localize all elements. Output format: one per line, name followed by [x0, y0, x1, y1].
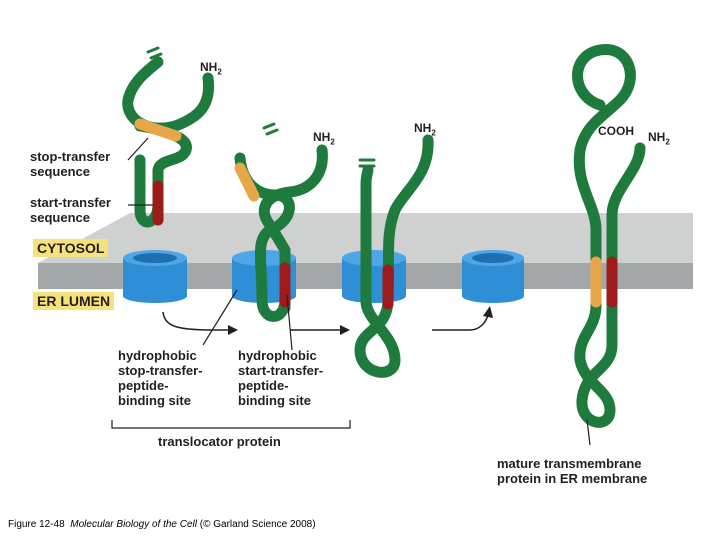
start-transfer-sequence-label: start-transfer sequence	[30, 195, 111, 225]
mature-protein-label: mature transmembrane protein in ER membr…	[497, 456, 648, 486]
mature-transmembrane-protein	[572, 44, 646, 428]
nh2-label-2: NH2	[313, 130, 335, 147]
caption-book-title: Molecular Biology of the Cell	[70, 519, 197, 530]
nh2-label-1: NH2	[200, 60, 222, 77]
translocator-3	[342, 250, 406, 303]
translocator-protein-label: translocator protein	[158, 434, 281, 449]
pointer-lines	[127, 137, 591, 446]
translocator-4	[462, 250, 524, 303]
process-arrows	[162, 306, 493, 335]
cytosol-label: CYTOSOL	[33, 239, 109, 257]
stop-transfer-sequence-label: stop-transfer sequence	[30, 149, 111, 179]
hydrophobic-start-label: hydrophobic start-transfer- peptide- bin…	[238, 348, 324, 408]
nh2-label-4: NH2	[648, 130, 670, 147]
translocator-1	[123, 250, 187, 303]
polypeptide-chain-1	[122, 46, 215, 228]
nh2-label-3: NH2	[414, 121, 436, 138]
polypeptide-chain-3	[354, 134, 434, 378]
cooh-label: COOH	[598, 124, 634, 138]
hydrophobic-stop-label: hydrophobic stop-transfer- peptide- bind…	[118, 348, 203, 408]
polypeptide-chain-2	[234, 122, 328, 322]
er-lumen-label: ER LUMEN	[33, 292, 115, 310]
translocator-bracket	[111, 420, 351, 429]
caption-figure-number: Figure 12-48	[8, 519, 65, 530]
caption-credit: (© Garland Science 2008)	[199, 519, 316, 530]
figure-caption: Figure 12-48 Molecular Biology of the Ce…	[8, 519, 316, 530]
